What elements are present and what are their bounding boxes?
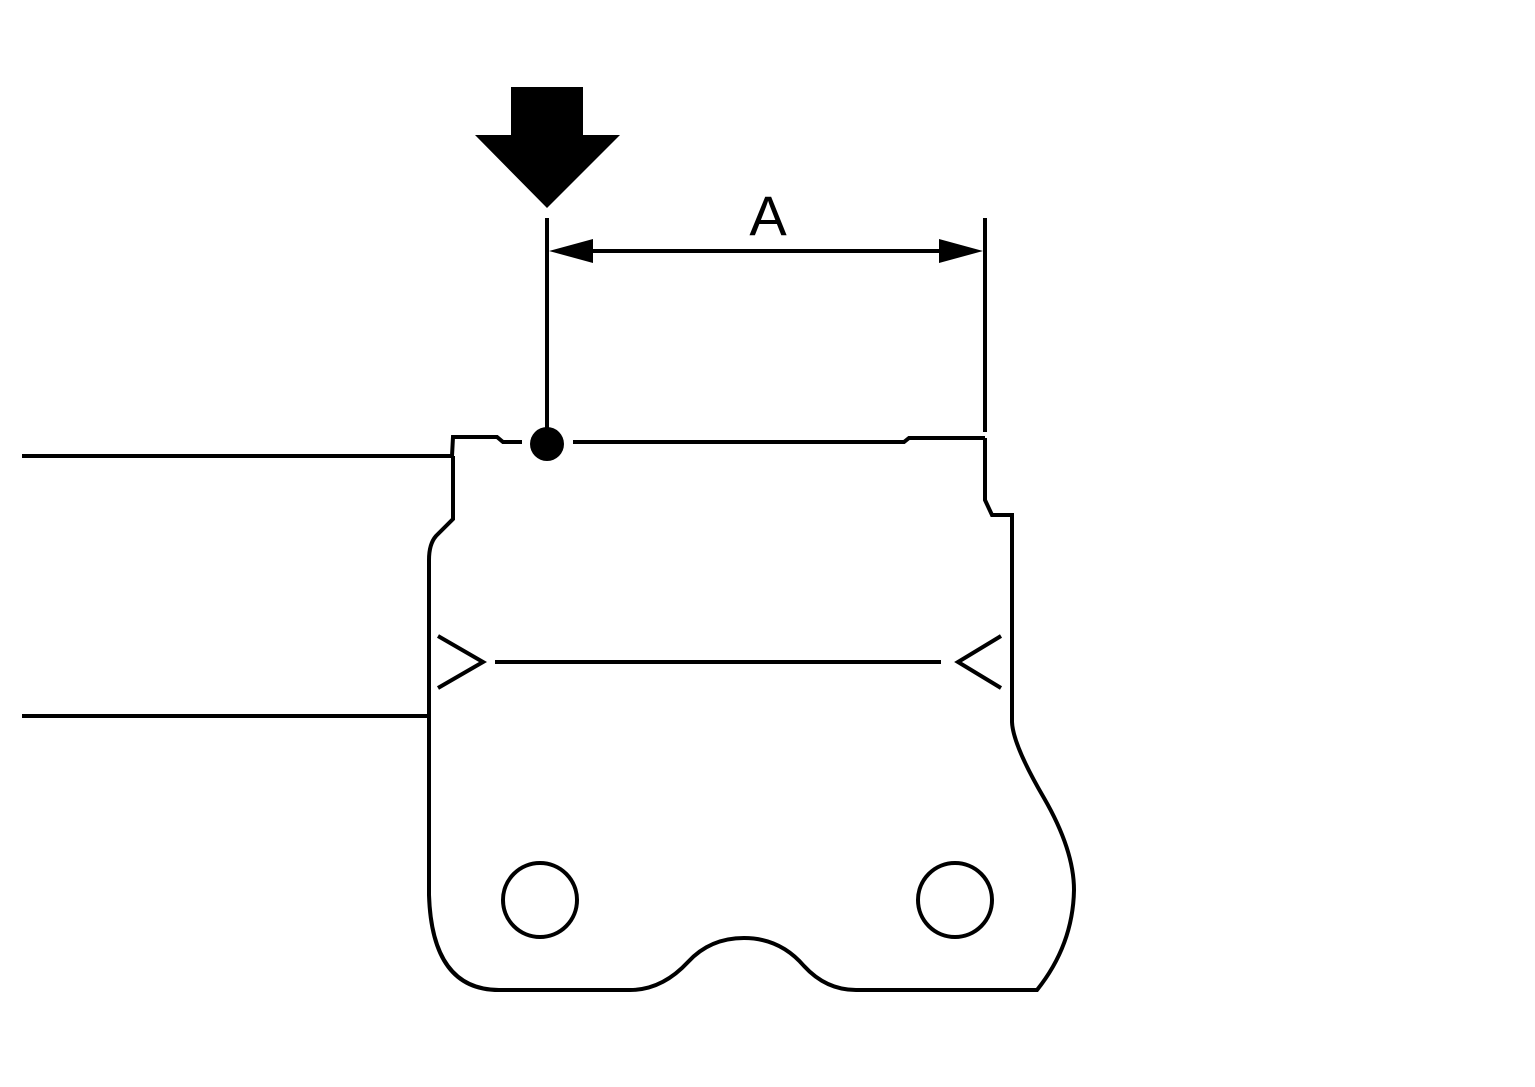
mounting-hole-left: [501, 861, 579, 939]
down-arrow-icon: [475, 87, 620, 208]
top-edge-right: [573, 436, 985, 444]
mounting-hole-right: [916, 861, 994, 939]
dimension-arrowhead-right: [939, 239, 983, 263]
measurement-point-dot: [530, 427, 564, 461]
dimension-label: A: [749, 184, 787, 247]
chevron-right-marker: [436, 634, 487, 690]
chevron-left-marker: [954, 634, 1003, 690]
bracket-body-outline: [427, 438, 1077, 992]
top-edge-left: [450, 435, 522, 457]
dimension-arrowhead-left: [549, 239, 593, 263]
